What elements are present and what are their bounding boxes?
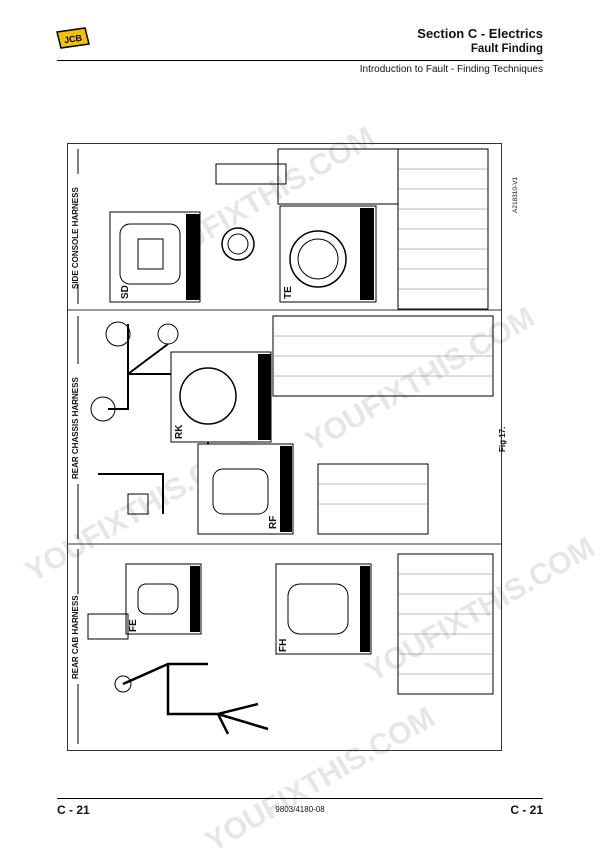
section-title: Section C - Electrics: [417, 26, 543, 41]
harness-drawing: [68, 148, 501, 744]
svg-text:JCB: JCB: [63, 33, 83, 45]
jcb-logo: JCB: [56, 27, 90, 49]
panel-title-rear-chassis: REAR CHASSIS HARNESS: [71, 377, 80, 479]
connector-code-fh: FH: [278, 638, 289, 652]
page-number-right: C - 21: [510, 803, 543, 817]
section-intro: Introduction to Fault - Finding Techniqu…: [359, 64, 543, 75]
figure-label: Fig 17.: [498, 426, 507, 452]
reference-code: A218310-V1: [512, 176, 519, 213]
wiring-diagram: SIDE CONSOLE HARNESS REAR CHASSIS HARNES…: [67, 143, 502, 751]
connector-code-rk: RK: [174, 424, 185, 439]
page-number-left: C - 21: [57, 803, 90, 817]
panel-title-rear-cab: REAR CAB HARNESS: [71, 595, 80, 679]
connector-code-rf: RF: [268, 515, 279, 529]
panel-title-side-console: SIDE CONSOLE HARNESS: [71, 187, 80, 289]
connector-code-fe: FE: [128, 619, 139, 632]
header-rule: [57, 60, 543, 61]
section-subtitle: Fault Finding: [470, 43, 543, 55]
footer-rule: [57, 798, 543, 799]
document-number: 9803/4180-08: [275, 805, 325, 814]
connector-code-sd: SD: [120, 285, 131, 299]
connector-code-te: TE: [283, 286, 294, 299]
